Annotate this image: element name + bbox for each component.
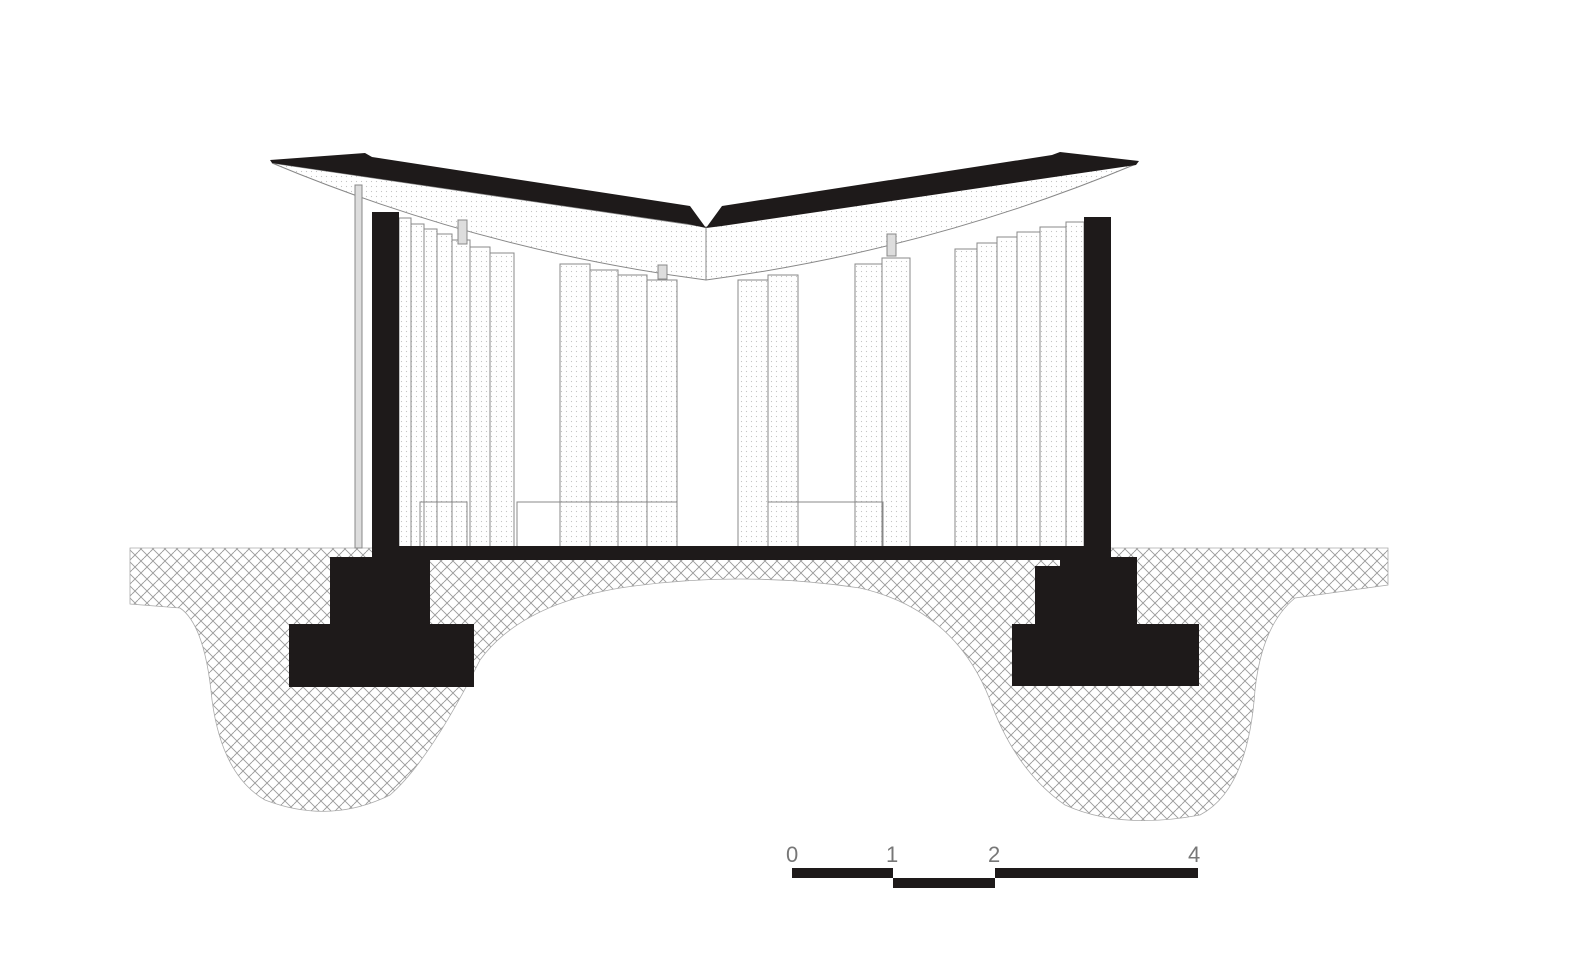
scale-label-2: 2 xyxy=(988,842,1000,867)
wall-panel xyxy=(854,263,883,549)
footing-right xyxy=(1012,624,1199,686)
scale-label-1: 1 xyxy=(886,842,898,867)
wall-panel xyxy=(489,252,515,549)
scale-bar: 0 1 2 4 xyxy=(786,842,1200,888)
wall-panel xyxy=(954,248,978,549)
wall-panel xyxy=(1065,221,1085,549)
pole xyxy=(354,184,363,549)
scale-label-4: 4 xyxy=(1188,842,1200,867)
wall-panel xyxy=(617,274,648,549)
scale-segment xyxy=(995,868,1198,878)
wall-panel xyxy=(737,279,769,549)
floor-slab xyxy=(372,546,1111,560)
scale-label-0: 0 xyxy=(786,842,798,867)
grade-beam xyxy=(330,557,1137,626)
roof-vents xyxy=(457,219,897,280)
roof-left xyxy=(270,153,706,228)
structure xyxy=(289,212,1199,687)
wall-panel xyxy=(996,236,1018,549)
wall-panel xyxy=(469,246,491,549)
wall-panel xyxy=(881,257,911,549)
wall-panel xyxy=(589,269,619,549)
wall-panel xyxy=(436,233,453,549)
scale-segment xyxy=(792,868,893,878)
wall-panel xyxy=(559,263,591,549)
wall-panel xyxy=(767,274,799,549)
wall-panel xyxy=(410,223,425,549)
wall-panel xyxy=(398,217,412,549)
roof-right xyxy=(706,152,1139,228)
wall-panel xyxy=(423,228,438,549)
wall-panel xyxy=(646,279,678,549)
wall-panel xyxy=(976,242,998,549)
footing-left xyxy=(289,624,474,687)
wall-panel xyxy=(1039,226,1067,549)
wall-panel xyxy=(1016,231,1041,549)
scale-segment xyxy=(893,878,995,888)
